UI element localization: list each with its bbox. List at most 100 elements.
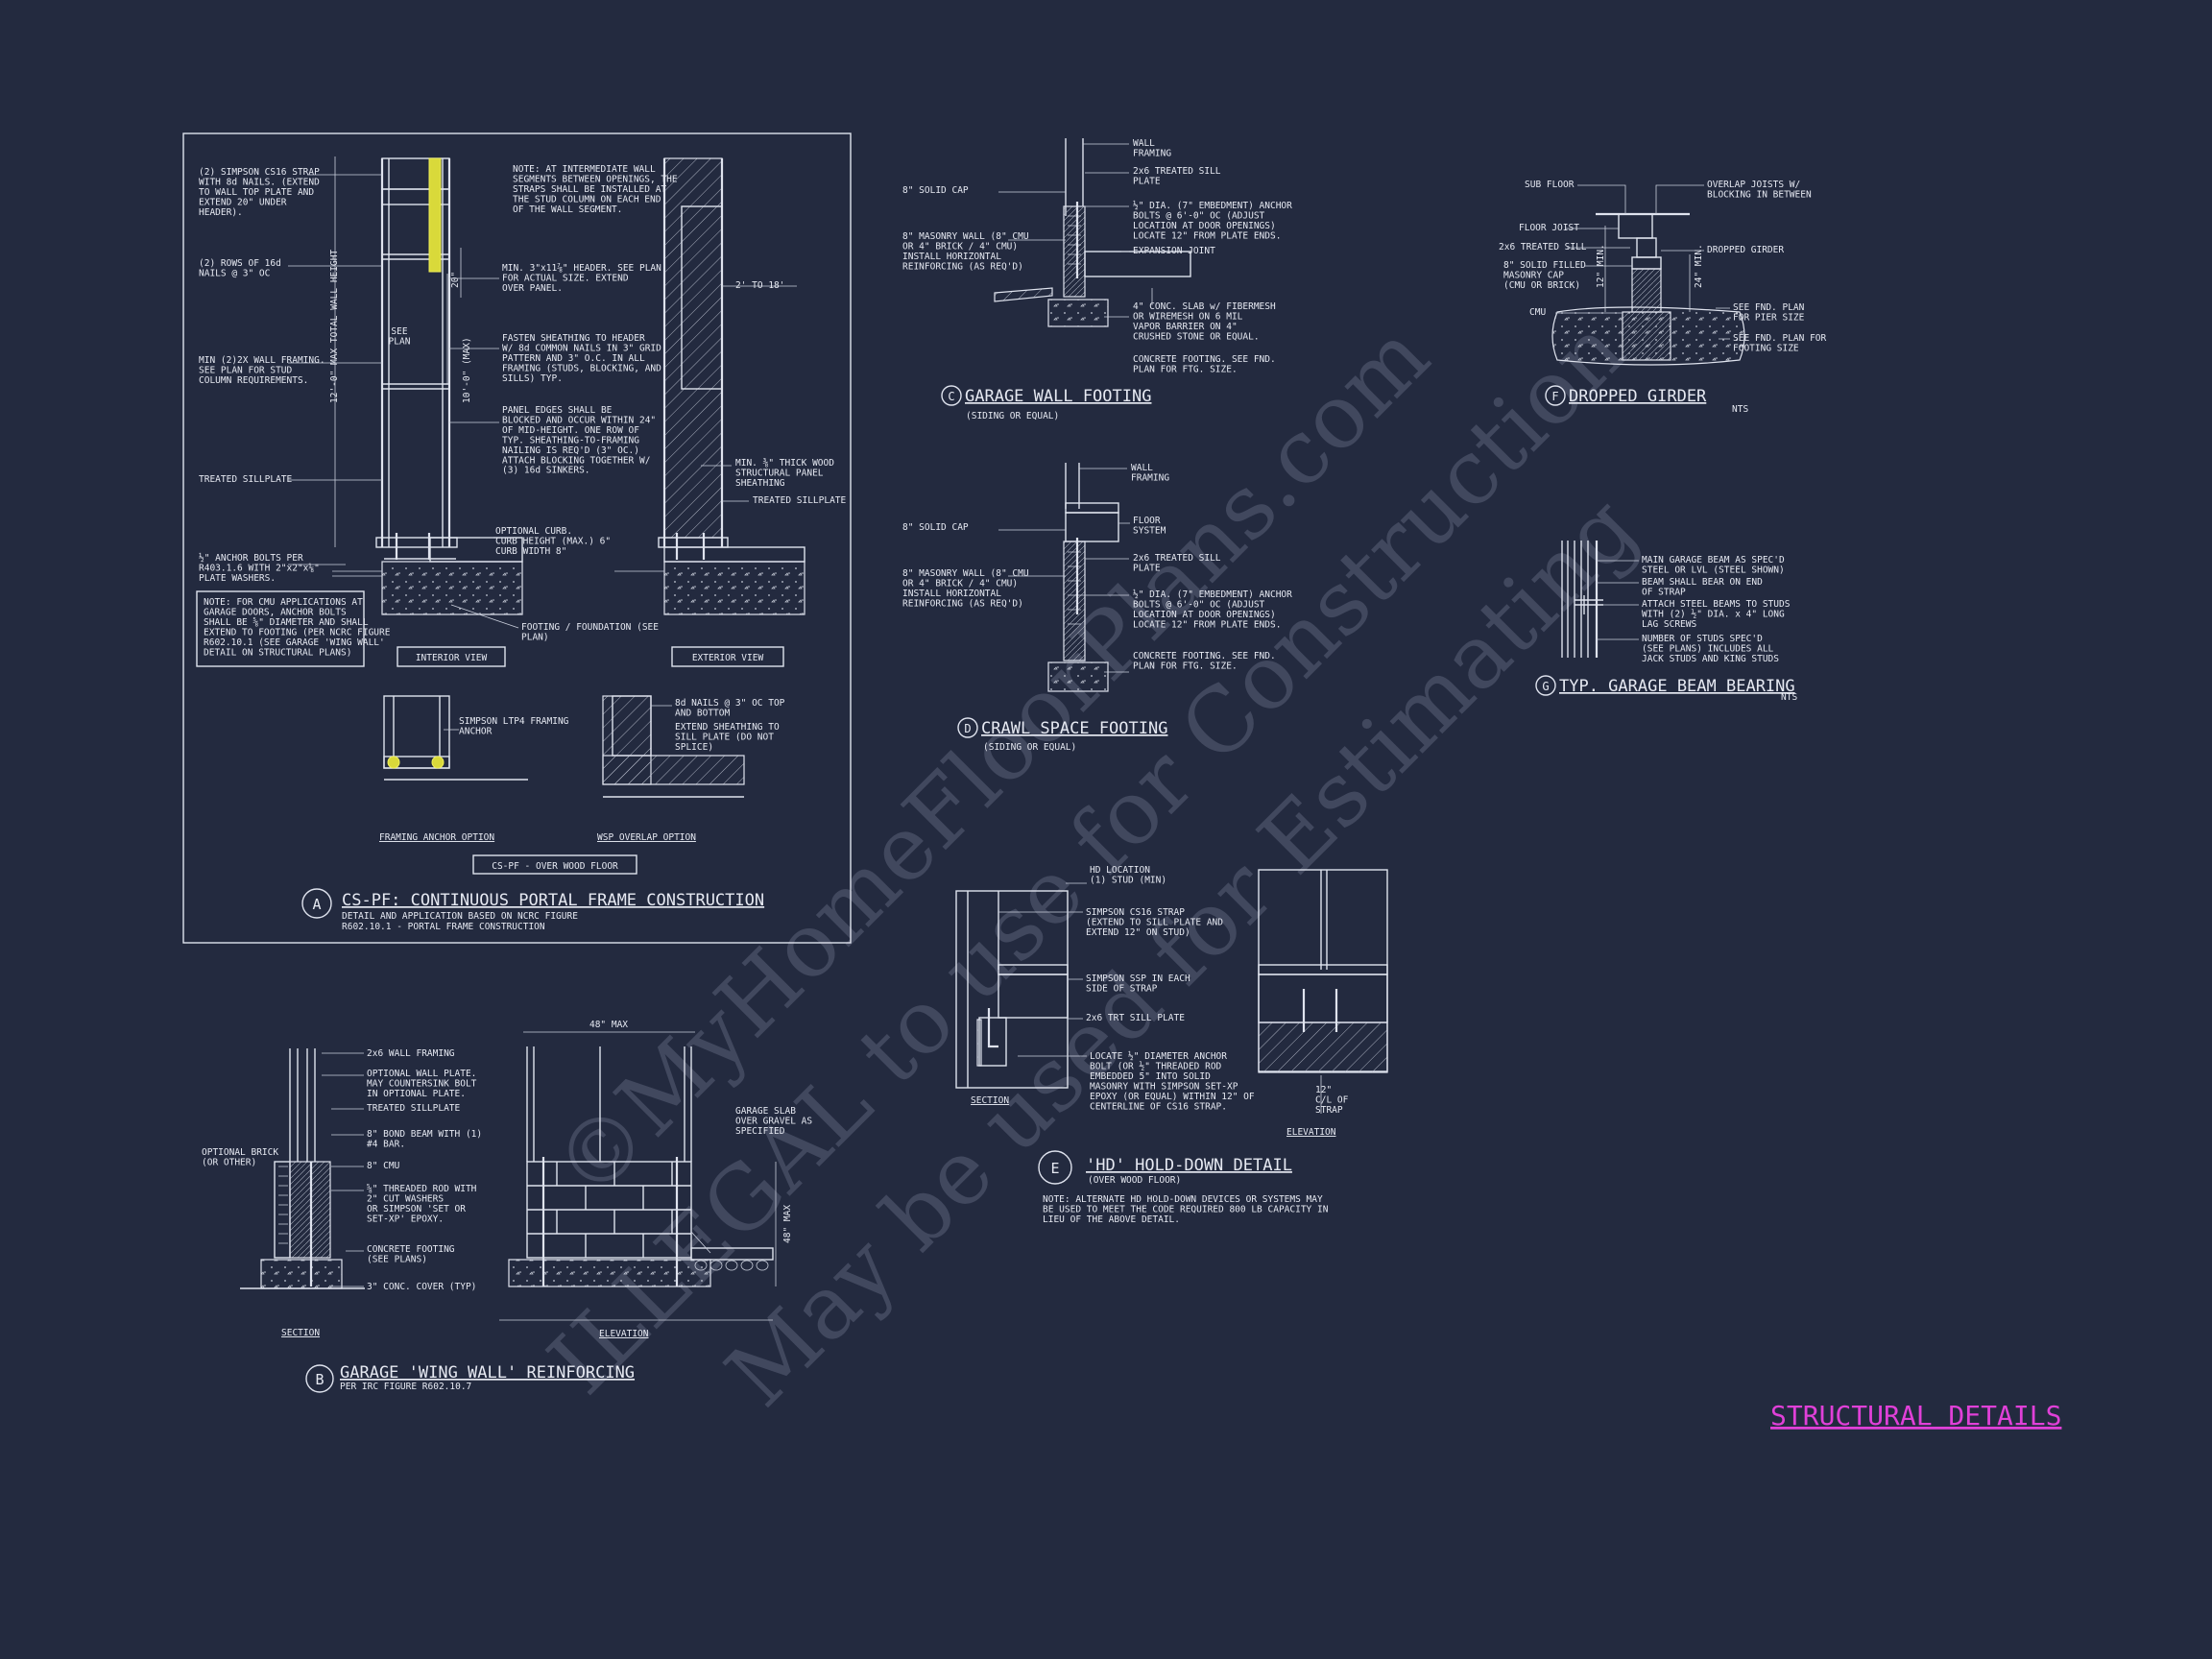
note-c-f: CONCRETE FOOTING. SEE FND.PLAN FOR FTG. … [1133, 354, 1276, 374]
note-line: EPOXY (OR EQUAL) WITHIN 12" OF [1090, 1092, 1255, 1102]
note-e-b: SIMPSON CS16 STRAP(EXTEND TO SILL PLATE … [1086, 907, 1223, 938]
detail-a-dim-10: 10'-0" (MAX) [462, 337, 472, 403]
note-line: LOCATION AT DOOR OPENINGS) [1133, 610, 1276, 620]
note-line: (3) 16d SINKERS. [502, 466, 590, 476]
note-line: MIN (2)2X WALL FRAMING. [199, 355, 325, 366]
note-line: ATTACH STEEL BEAMS TO STUDS [1642, 599, 1791, 610]
note-line: INSTALL HORIZONTAL [902, 589, 1001, 599]
note-line: SET-XP' EPOXY. [367, 1214, 444, 1224]
detail-f-marker: F [1551, 390, 1558, 403]
note-line: CMU [1529, 307, 1546, 318]
note-line: 2x6 WALL FRAMING [367, 1048, 455, 1059]
note-sillplate: TREATED SILLPLATE [199, 474, 293, 485]
note-b-d: 8" BOND BEAM WITH (1)#4 BAR. [367, 1129, 482, 1149]
detail-d-marker: D [964, 722, 971, 735]
note-line: EXPANSION JOINT [1133, 246, 1215, 256]
note-line: 12" [1315, 1085, 1332, 1095]
note-line: HD LOCATION [1090, 865, 1150, 876]
note-d-cap: 8" SOLID CAP [902, 522, 969, 533]
detail-f-marker-circle [1545, 385, 1566, 406]
detail-e-subtitle: (OVER WOOD FLOOR) [1088, 1175, 1181, 1186]
detail-c-drawing [994, 138, 1191, 327]
note-line: FOOTING SIZE [1733, 343, 1799, 353]
note-line: CRUSHED STONE OR EQUAL. [1133, 331, 1260, 342]
note-line: WITH (2) ½" DIA. x 4" LONG [1642, 609, 1785, 619]
note-line: 2x6 TRT SILL PLATE [1086, 1013, 1185, 1023]
note-line: SEE FND. PLAN [1733, 302, 1805, 313]
note-line: 8" SOLID FILLED [1503, 260, 1586, 271]
note-line: MIN. ⅜" THICK WOOD [735, 458, 834, 469]
note-line: BLOCKED AND OCCUR WITHIN 24" [502, 415, 656, 425]
detail-f: 12" MIN. 24" MIN. SUB FLOOR FLOOR JOIST … [1499, 180, 1827, 415]
note-line: BE USED TO MEET THE CODE REQUIRED 800 LB… [1043, 1204, 1329, 1214]
note-line: OR 4" BRICK / 4" CMU) [902, 578, 1018, 589]
detail-e-title: 'HD' HOLD-DOWN DETAIL [1086, 1156, 1292, 1175]
note-line: PLAN FOR FTG. SIZE. [1133, 364, 1238, 374]
detail-g-marker: G [1542, 680, 1549, 693]
note-g-d: NUMBER OF STUDS SPEC'D(SEE PLANS) INCLUD… [1642, 634, 1779, 664]
note-line: MASONRY WITH SIMPSON SET-XP [1090, 1081, 1238, 1092]
note-line: FASTEN SHEATHING TO HEADER [502, 333, 645, 344]
note-line: NUMBER OF STUDS SPEC'D [1642, 634, 1763, 644]
framing-anchor-option-label: FRAMING ANCHOR OPTION [379, 832, 494, 843]
note-line: COLUMN REQUIREMENTS. [199, 375, 308, 386]
note-b-e: 8" CMU [367, 1161, 400, 1171]
note-line: EXTEND TO FOOTING (PER NCRC FIGURE [204, 627, 391, 637]
note-line: OR SIMPSON 'SET OR [367, 1204, 466, 1214]
detail-b-notes: 2x6 WALL FRAMING OPTIONAL WALL PLATE.MAY… [322, 1048, 482, 1292]
note-line: FRAMING [1131, 472, 1169, 483]
note-d-e: CONCRETE FOOTING. SEE FND.PLAN FOR FTG. … [1133, 651, 1276, 671]
note-line: CONCRETE FOOTING. SEE FND. [1133, 651, 1276, 661]
note-line: TREATED SILLPLATE [367, 1103, 461, 1114]
detail-a-dim-total: 12'-0" MAX TOTAL WALL HEIGHT [329, 250, 340, 403]
note-e-a: HD LOCATION(1) STUD (MIN) [1090, 865, 1166, 885]
note-line: C/L OF [1315, 1094, 1349, 1105]
detail-b-subtitle: PER IRC FIGURE R602.10.7 [340, 1382, 471, 1392]
detail-b-marker: B [315, 1371, 324, 1388]
note-line: 8" CMU [367, 1161, 400, 1171]
detail-f-notes: SUB FLOOR FLOOR JOIST 2x6 TREATED SILL 8… [1499, 180, 1827, 353]
detail-b-section-label: SECTION [281, 1328, 320, 1338]
note-line: 8" SOLID CAP [902, 522, 969, 533]
note-line: LOCATE ½" DIAMETER ANCHOR [1090, 1051, 1227, 1062]
note-line: PATTERN AND 3" O.C. IN ALL [502, 353, 645, 364]
note-line: #4 BAR. [367, 1139, 405, 1149]
note-line: TREATED SILLPLATE [753, 495, 847, 506]
detail-c-marker-circle [941, 385, 962, 406]
note-line: BOLTS @ 6'-0" OC (ADJUST [1133, 599, 1265, 610]
note-line: OF MID-HEIGHT. ONE ROW OF [502, 425, 639, 436]
note-line: FLOOR [1133, 516, 1161, 526]
detail-b: SECTION OPTIONAL BRICK(OR OTHER) 2x6 WAL… [202, 1020, 812, 1393]
note-line: SEGMENTS BETWEEN OPENINGS, THE [513, 174, 678, 184]
note-line: FRAMING (STUDS, BLOCKING, AND [502, 363, 661, 373]
detail-e-marker-circle [1038, 1150, 1072, 1185]
note-line: W/ 8d COMMON NAILS IN 3" GRID [502, 343, 661, 353]
note-line: SIMPSON LTP4 FRAMING [459, 716, 569, 727]
detail-a-exterior-wall [614, 157, 805, 615]
note-line: ½" DIA. (7" EMBEDMENT) ANCHOR [1133, 589, 1292, 600]
note-f-f: OVERLAP JOISTS W/BLOCKING IN BETWEEN [1707, 180, 1812, 200]
note-line: WITH 8d NAILS. (EXTEND [199, 177, 320, 187]
note-line: OVER PANEL. [502, 283, 563, 294]
note-line: JACK STUDS AND KING STUDS [1642, 654, 1779, 664]
note-line: BOLT (OR ½" THREADED ROD [1090, 1061, 1222, 1071]
note-line: OPTIONAL CURB. [495, 526, 572, 537]
